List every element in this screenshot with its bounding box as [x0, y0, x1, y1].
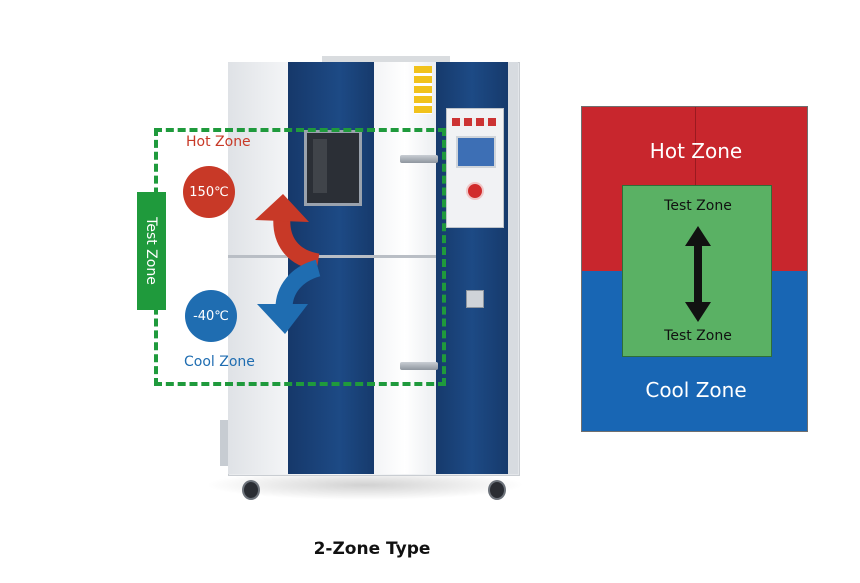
double-arrow-vertical-icon	[685, 226, 711, 322]
cabinet-right-side	[508, 62, 518, 474]
door-divider	[228, 255, 436, 258]
hot-temperature: 150℃	[189, 184, 229, 200]
emergency-stop-icon	[466, 182, 484, 200]
cool-zone-label: Cool Zone	[184, 354, 255, 370]
airflow-arrows	[255, 194, 321, 334]
test-zone-tag	[137, 192, 166, 310]
figure-caption: 2-Zone Type	[313, 539, 431, 559]
door-handle-lower	[400, 362, 438, 370]
hot-temperature-badge: 150℃	[183, 166, 235, 218]
door-handle-upper	[400, 155, 438, 163]
cabinet-top	[322, 56, 450, 64]
side-pipe	[220, 420, 228, 466]
cool-temperature-badge: -40℃	[185, 290, 237, 342]
viewing-window	[304, 130, 362, 206]
warning-labels	[414, 66, 432, 114]
curved-arrow-down-icon	[257, 259, 321, 334]
curved-arrow-up-icon	[255, 194, 320, 271]
zone-schematic: Hot Zone Cool Zone Test Zone Test Zone	[581, 106, 808, 432]
hot-zone-label: Hot Zone	[186, 134, 251, 150]
caster-wheel-left	[242, 480, 260, 500]
schematic-test-zone-bottom-label: Test Zone	[664, 328, 732, 344]
schematic-test-zone: Test Zone Test Zone	[622, 185, 772, 357]
power-switch	[466, 290, 484, 308]
cool-temperature: -40℃	[193, 308, 229, 324]
schematic-test-zone-top-label: Test Zone	[664, 198, 732, 214]
chamber-illustration: Test Zone 150℃ -40℃ Hot Zone Cool Zone	[137, 56, 525, 500]
schematic-cool-zone-label: Cool Zone	[645, 378, 747, 402]
schematic-hot-zone-label: Hot Zone	[649, 139, 743, 163]
control-panel	[446, 108, 504, 228]
touch-screen	[456, 136, 496, 168]
indicator-lights	[452, 118, 496, 126]
caster-wheel-right	[488, 480, 506, 500]
